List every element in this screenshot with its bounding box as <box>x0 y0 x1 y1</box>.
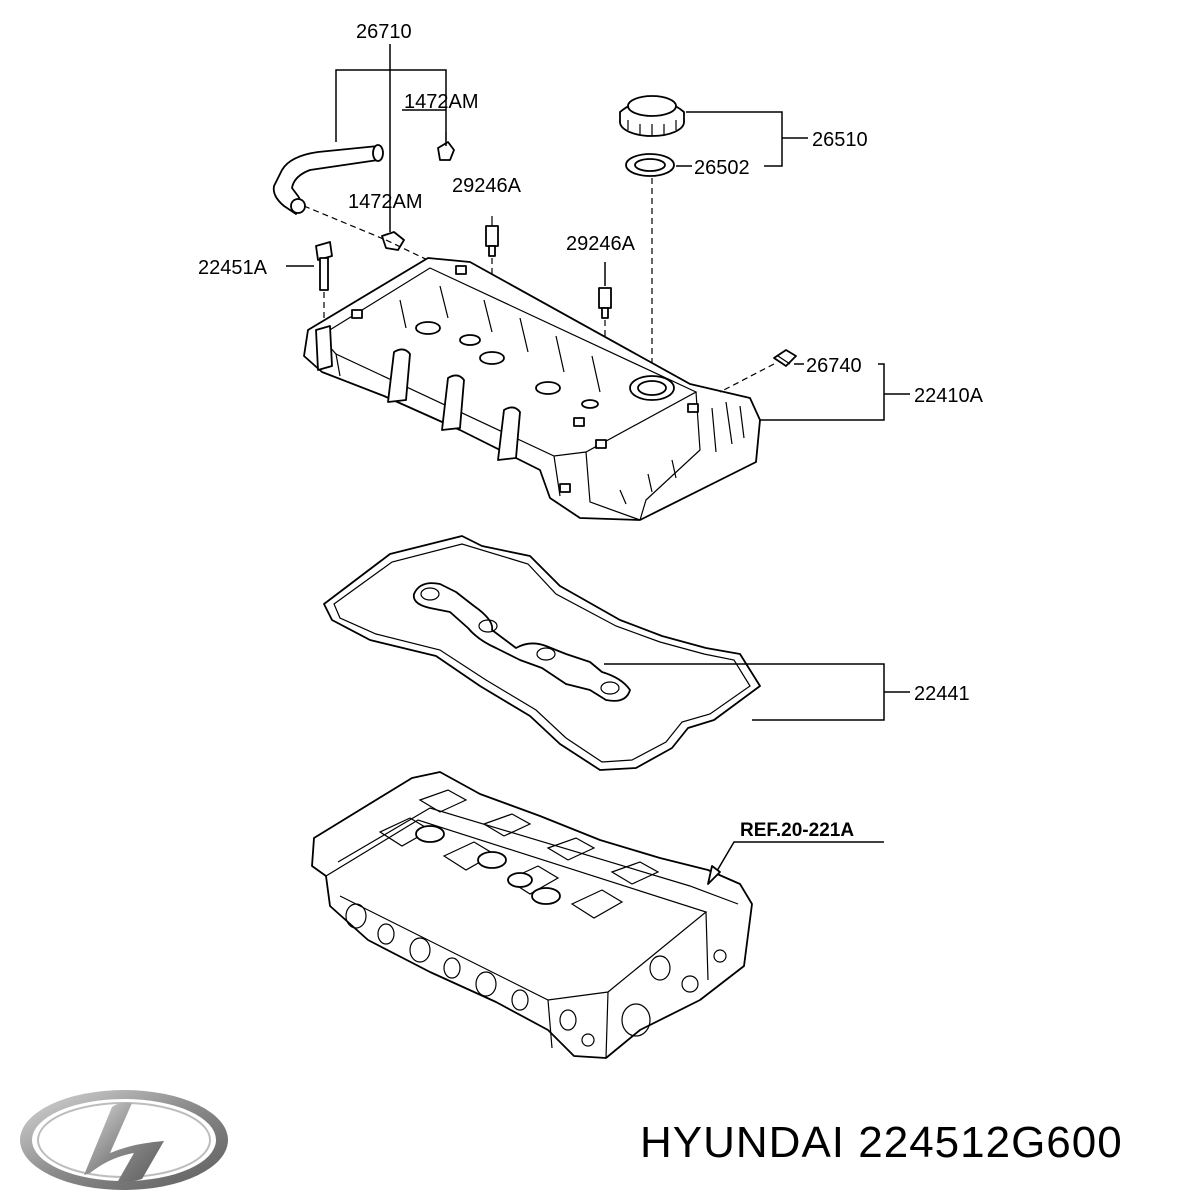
valve-cover-gasket <box>323 535 761 771</box>
label-22410a: 22410A <box>914 385 984 407</box>
label-26502: 26502 <box>694 157 750 179</box>
part-caption: HYUNDAI 224512G600 <box>640 1118 1123 1167</box>
label-29246a-left: 29246A <box>452 175 522 197</box>
label-26740: 26740 <box>806 355 862 377</box>
label-1472am-top: 1472AM <box>404 91 479 113</box>
stud-bolt-right <box>598 287 612 319</box>
label-ref-20-221a: REF.20-221A <box>740 820 854 841</box>
label-26510: 26510 <box>812 129 868 151</box>
valve-cover <box>303 257 761 521</box>
label-22451a: 22451A <box>198 257 268 279</box>
oil-filler-cap <box>619 95 685 137</box>
hose-clamp-lower <box>381 231 405 251</box>
breather-hose <box>272 144 384 215</box>
label-29246a-right: 29246A <box>566 233 636 255</box>
pcv-valve <box>773 349 797 367</box>
label-1472am-mid: 1472AM <box>348 191 423 213</box>
hyundai-logo-icon <box>20 1090 228 1190</box>
cylinder-head <box>311 771 753 1059</box>
cover-bolt <box>315 241 333 291</box>
label-22441: 22441 <box>914 683 970 705</box>
filler-cap-seal <box>625 153 675 177</box>
label-26710: 26710 <box>356 21 412 43</box>
stud-bolt-left <box>485 216 499 257</box>
